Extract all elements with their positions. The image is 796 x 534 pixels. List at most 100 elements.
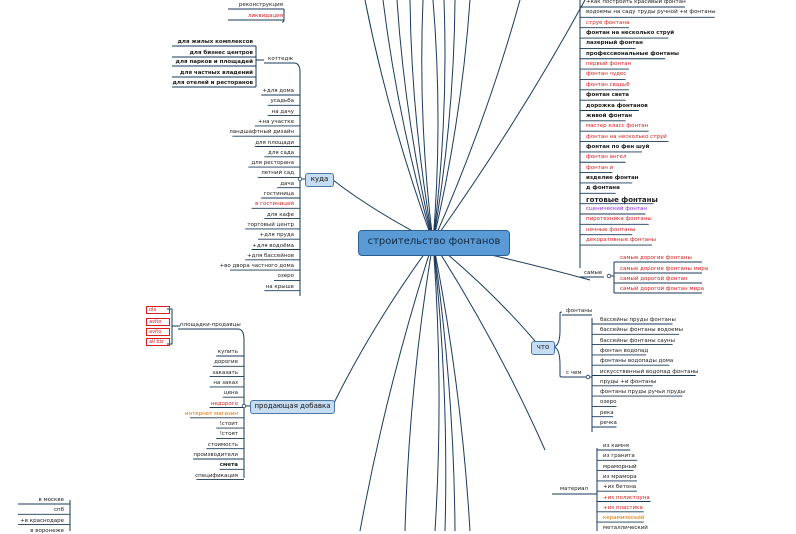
- material-item[interactable]: из камня: [603, 443, 629, 449]
- right-top-item[interactable]: струе фонтана: [586, 19, 630, 26]
- bottom-left-item[interactable]: в москве: [38, 497, 64, 503]
- s-chem-item[interactable]: озеро: [600, 399, 617, 406]
- material-item[interactable]: +из бетона: [603, 484, 637, 491]
- material-item[interactable]: мраморный: [603, 463, 637, 470]
- prod-item[interactable]: стоимость: [207, 441, 238, 448]
- prod-item[interactable]: производители: [193, 452, 238, 458]
- material-item[interactable]: металлический: [603, 525, 648, 532]
- site-box[interactable]: olx: [146, 306, 170, 314]
- kottedzh-item[interactable]: для парков и площадей: [175, 59, 253, 65]
- prod-item[interactable]: смета: [219, 462, 238, 469]
- prod-item[interactable]: !стоят: [219, 431, 238, 438]
- right-top-item[interactable]: первый фонтан: [586, 61, 632, 68]
- right-top-item[interactable]: фонтан ангел: [586, 154, 627, 161]
- right-top-item[interactable]: мастер класс фонтан: [586, 123, 649, 130]
- right-top-item[interactable]: ночные фонтаны: [586, 226, 636, 233]
- right-top-item[interactable]: фонтан свадьб: [586, 81, 630, 88]
- prod-item[interactable]: на заказ: [213, 379, 238, 386]
- kottedzh-label[interactable]: коттедж: [268, 56, 294, 62]
- kottedzh-item[interactable]: для жилых комплексов: [177, 39, 253, 45]
- root-node[interactable]: строительство фонтанов: [358, 230, 510, 256]
- samye-item[interactable]: самый дорогой фонтан: [620, 276, 688, 282]
- kuda-item[interactable]: в гостиницей: [255, 201, 294, 208]
- material-label[interactable]: материал: [560, 486, 589, 492]
- node-kuda[interactable]: куда: [305, 173, 334, 187]
- right-top-item[interactable]: дорожка фонтанов: [586, 102, 648, 109]
- kottedzh-item[interactable]: для отелей и ресторанов: [172, 80, 253, 86]
- top-left-item[interactable]: реконструкция: [238, 2, 283, 8]
- material-item[interactable]: из мрамора: [603, 473, 637, 480]
- kuda-item[interactable]: гостиница: [263, 191, 294, 197]
- kuda-item[interactable]: на крыше: [265, 283, 294, 290]
- node-prodayushchaya[interactable]: продающая добавка: [250, 400, 335, 414]
- collapse-knob[interactable]: [241, 403, 247, 409]
- s-chem-item[interactable]: фонтаны пруды ручьи пруды: [600, 389, 686, 396]
- right-top-item[interactable]: профессиональные фонтаны: [586, 50, 680, 57]
- right-top-item[interactable]: декоративные фонтаны: [586, 237, 657, 244]
- bottom-left-item[interactable]: +в краснодаре: [20, 517, 64, 524]
- ploshchadki-label[interactable]: площадки-продавцы: [180, 322, 241, 328]
- s-chem-item[interactable]: речка: [600, 420, 617, 426]
- fontany-label[interactable]: фонтаны: [566, 308, 593, 314]
- kuda-item[interactable]: +для бассейнов: [247, 252, 294, 259]
- s-chem-item[interactable]: бассейны фонтаны водоемы: [600, 327, 684, 334]
- node-chto[interactable]: что: [531, 341, 555, 355]
- kuda-item[interactable]: для площади: [255, 139, 294, 146]
- collapse-knob[interactable]: [606, 273, 612, 279]
- collapse-knob[interactable]: [585, 374, 591, 380]
- kuda-item[interactable]: озеро: [277, 273, 294, 280]
- right-top-item[interactable]: +как построить красивый фонтан: [586, 0, 686, 5]
- s-chem-item[interactable]: река: [600, 409, 614, 416]
- right-top-item[interactable]: фонтан на несколько струй: [586, 133, 667, 140]
- kottedzh-item[interactable]: для частных владений: [180, 70, 253, 76]
- top-left-item[interactable]: ликвидация: [247, 13, 283, 19]
- right-top-item[interactable]: д фонтана: [586, 185, 620, 192]
- kuda-item[interactable]: летний сад: [261, 170, 294, 177]
- right-top-item[interactable]: живой фонтан: [586, 112, 633, 119]
- site-box[interactable]: avito: [146, 328, 170, 336]
- kuda-item[interactable]: торговый центр: [247, 221, 294, 228]
- kuda-item[interactable]: +для пруда: [259, 232, 295, 239]
- prod-item[interactable]: цена: [223, 390, 238, 397]
- prod-item[interactable]: интернет магазин: [184, 410, 238, 417]
- material-item[interactable]: +из полистоуна: [603, 494, 650, 501]
- s-chem-item[interactable]: бассейны пруды фонтаны: [600, 317, 676, 323]
- samye-label[interactable]: самые: [584, 270, 603, 276]
- prod-item[interactable]: купить: [217, 349, 238, 355]
- bottom-left-item[interactable]: спб: [53, 507, 64, 514]
- right-top-item[interactable]: готовые фонтаны: [586, 195, 658, 204]
- kuda-item[interactable]: на дачу: [271, 108, 294, 115]
- samye-item[interactable]: самые дорогие фонтаны мира: [620, 266, 709, 272]
- kuda-item[interactable]: для сада: [268, 149, 294, 156]
- prod-item[interactable]: спецификация: [195, 472, 238, 479]
- material-item[interactable]: +из пластика: [603, 504, 643, 511]
- prod-item[interactable]: недорого: [210, 400, 238, 407]
- site-box[interactable]: all biz: [146, 338, 170, 346]
- right-top-item[interactable]: лазерный фонтан: [586, 40, 643, 47]
- prod-item[interactable]: заказать: [212, 369, 238, 376]
- right-top-item[interactable]: пиротехника фонтаны: [586, 216, 652, 223]
- right-top-item[interactable]: фонтан и: [586, 164, 614, 171]
- s-chem-item[interactable]: фонтаны водопады дома: [600, 358, 674, 365]
- site-box[interactable]: avito: [146, 318, 170, 326]
- right-top-item[interactable]: сценический фонтан: [586, 206, 648, 212]
- material-item[interactable]: из гранита: [603, 453, 635, 460]
- kuda-item[interactable]: +на участке: [257, 118, 294, 125]
- kuda-item[interactable]: +во двора частного дома: [219, 263, 294, 270]
- kuda-item[interactable]: для ресторана: [251, 160, 294, 167]
- material-item[interactable]: керамический: [603, 515, 645, 522]
- kuda-item[interactable]: для кафе: [266, 211, 294, 218]
- s-chem-item[interactable]: пруды +и фонтаны: [600, 378, 657, 385]
- kuda-item[interactable]: +для дома: [262, 88, 294, 94]
- right-top-item[interactable]: фонтан на несколько струй: [586, 30, 675, 37]
- s-chem-item[interactable]: искусственный водопад фонтаны: [600, 368, 699, 375]
- right-top-item[interactable]: водоемы на саду труды ручной +и фонтаны: [586, 9, 716, 16]
- kuda-item[interactable]: +для водоёма: [252, 242, 294, 249]
- kuda-item[interactable]: усадьба: [270, 98, 294, 105]
- s-chem-label[interactable]: с чем: [566, 370, 582, 376]
- prod-item[interactable]: дорогие: [214, 359, 238, 366]
- samye-item[interactable]: самые дорогие фонтаны: [620, 255, 692, 261]
- right-top-item[interactable]: фонтан света: [586, 92, 630, 99]
- samye-item[interactable]: самый дорогой фонтан мира: [620, 286, 704, 292]
- right-top-item[interactable]: фонтан по фен шуй: [586, 143, 650, 150]
